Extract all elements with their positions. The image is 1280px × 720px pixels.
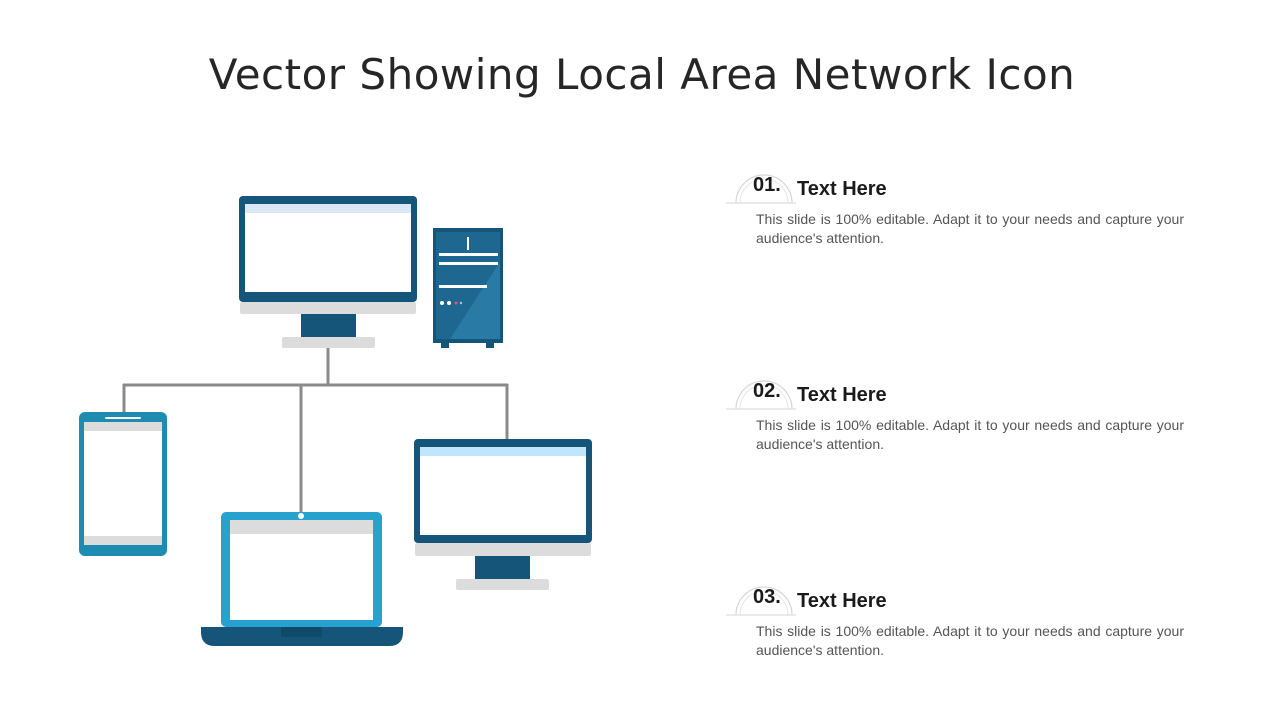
list-item: 02. Text Here This slide is 100% editabl… [726,369,1196,479]
desktop-monitor-icon [239,196,417,348]
smartphone-icon [79,412,167,556]
page-title: Vector Showing Local Area Network Icon [208,50,1076,100]
item-description: This slide is 100% editable. Adapt it to… [756,211,1184,246]
item-number: 01. [753,174,781,196]
number-arc-decoration [726,174,796,204]
item-heading: Text Here [797,590,887,612]
laptop-icon [201,512,403,646]
network-connectors [122,347,509,514]
item-heading: Text Here [797,384,887,406]
item-description: This slide is 100% editable. Adapt it to… [756,623,1184,658]
tower-pc-icon [433,228,503,348]
item-heading: Text Here [797,178,887,200]
monitor-icon [414,439,592,590]
lan-diagram [79,196,592,646]
list-item: 01. Text Here This slide is 100% editabl… [726,163,1196,273]
number-arc-decoration [726,380,796,410]
list-item: 03. Text Here This slide is 100% editabl… [726,575,1196,685]
number-arc-decoration [726,586,796,616]
item-number: 03. [753,586,781,608]
item-description: This slide is 100% editable. Adapt it to… [756,417,1184,452]
item-number: 02. [753,380,781,402]
